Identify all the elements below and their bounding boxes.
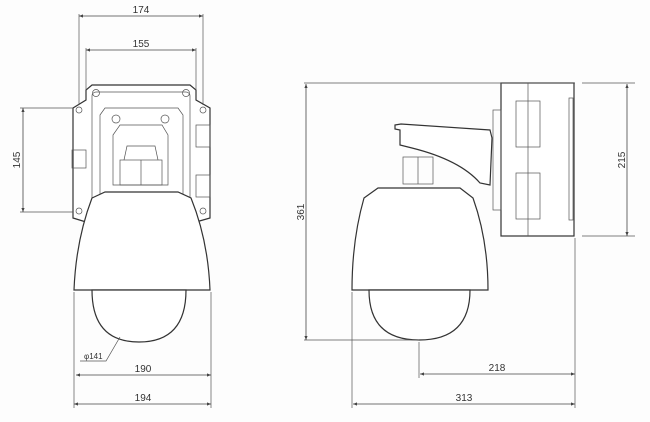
dim-215: 215 <box>617 151 628 168</box>
front-view: 174 155 145 φ141 190 194 <box>12 5 212 408</box>
mount-arm <box>394 123 493 186</box>
dim-190: 190 <box>135 364 152 375</box>
dim-218: 218 <box>489 363 506 374</box>
camera-housing-side <box>351 187 489 291</box>
camera-dome-side <box>368 289 471 341</box>
dim-145: 145 <box>12 151 23 168</box>
side-view: 361 215 218 313 <box>296 82 635 408</box>
dim-174: 174 <box>133 5 150 16</box>
dim-dome-diameter: φ141 <box>84 352 103 361</box>
dim-194: 194 <box>135 393 152 404</box>
camera-housing <box>73 191 211 291</box>
dim-155: 155 <box>133 39 150 50</box>
dim-361: 361 <box>296 203 307 220</box>
dim-313: 313 <box>456 393 473 404</box>
camera-dome <box>91 289 187 343</box>
wall-mount-box <box>500 82 575 237</box>
